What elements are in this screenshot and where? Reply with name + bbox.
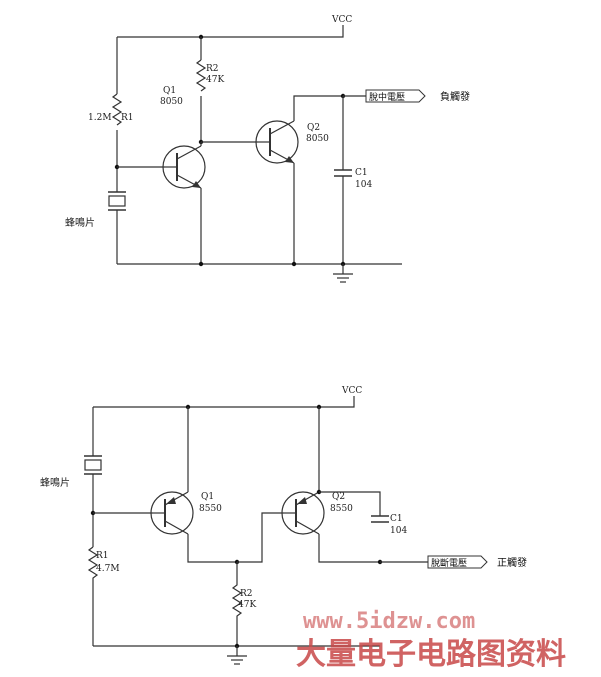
bottom-vcc-rail (93, 396, 355, 408)
top-q2-name: Q2 (307, 123, 320, 133)
top-r1-resistor (111, 93, 123, 126)
bottom-ground-symbol (227, 646, 247, 665)
top-output-tag (365, 89, 426, 103)
bottom-vcc-label: VCC (341, 386, 362, 396)
bottom-output-tag (427, 555, 488, 569)
bottom-q2-name: Q2 (332, 492, 345, 502)
top-vcc-rail (117, 25, 344, 38)
top-c1-value: 104 (355, 180, 372, 190)
bottom-q2-part: 8550 (330, 504, 353, 514)
bottom-c1-name: C1 (390, 514, 403, 524)
bottom-r1-name: R1 (96, 551, 109, 561)
bottom-circuit: VCC 蜂鳴片 R1 4.7M Q1 8550 (40, 386, 527, 665)
bottom-q2-ce-wires (318, 407, 380, 563)
bottom-output-tag-label: 脫斷電壓 (431, 557, 467, 569)
top-c1-name: C1 (355, 168, 368, 178)
top-q2-collector-wire (293, 95, 343, 121)
top-output-tag-label: 脫中電壓 (369, 91, 405, 103)
bottom-buzzer-label: 蜂鳴片 (40, 476, 70, 489)
bottom-output-note: 正觸發 (497, 556, 527, 569)
top-junction-gnd (198, 261, 204, 267)
top-q1-transistor (162, 145, 206, 189)
top-q2-transistor (255, 120, 299, 164)
watermark-text: 大量电子电路图资料 (296, 637, 566, 672)
top-r2-value: 47K (206, 75, 224, 85)
top-q1-name: Q1 (163, 86, 176, 96)
watermark-url: www.5idzw.com (303, 609, 475, 634)
bottom-r2-value: 47K (238, 600, 256, 610)
bottom-q1-name: Q1 (201, 492, 214, 502)
top-vcc-label: VCC (331, 15, 352, 25)
bottom-r1-value: 4.7M (96, 564, 120, 574)
bottom-c1-top-wire (319, 491, 381, 516)
top-junction-gnd (291, 261, 297, 267)
bottom-c1-value: 104 (390, 526, 407, 536)
top-buzzer-element (108, 195, 126, 207)
top-output-note: 負觸發 (440, 90, 470, 103)
top-circuit: VCC 1.2M R1 蜂鳴片 R2 47K (65, 15, 470, 283)
top-r2-name: R2 (206, 64, 219, 74)
bottom-r2-resistor (231, 562, 243, 646)
bottom-q2-transistor (281, 491, 325, 535)
top-buzzer-label: 蜂鳴片 (65, 216, 95, 229)
bottom-r2-name: R2 (240, 589, 253, 599)
top-r2-resistor (195, 59, 207, 92)
bottom-q1-ce-wires (187, 407, 237, 563)
bottom-buzzer-element (84, 459, 102, 471)
top-r1-name: R1 (121, 113, 134, 123)
top-r1-value: 1.2M (88, 113, 112, 123)
bottom-q2-base-wire (237, 512, 284, 563)
bottom-r1-resistor (87, 546, 99, 646)
top-q2-part: 8050 (306, 134, 329, 144)
top-ground-symbol (333, 264, 353, 283)
top-q1-part: 8050 (160, 97, 183, 107)
watermark: www.5idzw.com 大量电子电路图资料 (296, 609, 566, 672)
bottom-q1-transistor (150, 491, 194, 535)
bottom-q1-part: 8550 (199, 504, 222, 514)
